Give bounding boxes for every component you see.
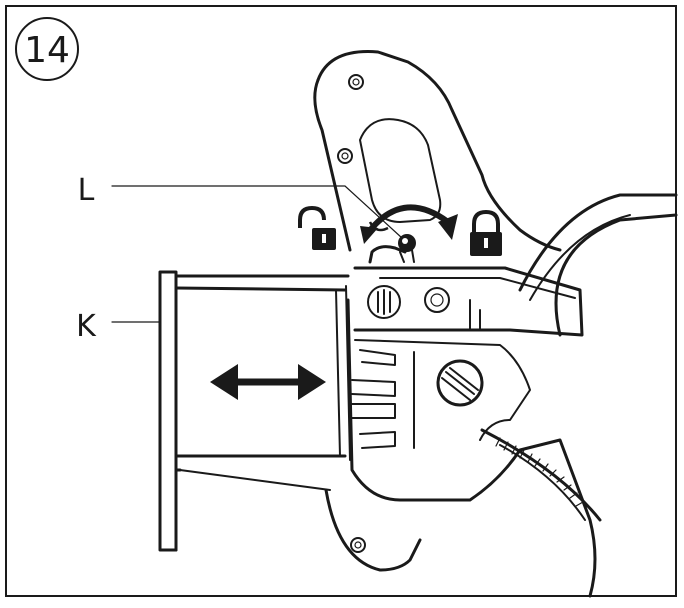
saw-body [313, 50, 678, 598]
double-arrow-icon [210, 364, 326, 400]
step-number: 14 [24, 30, 70, 71]
label-k-callout: K [76, 309, 161, 344]
label-k: K [76, 309, 97, 344]
step-number-badge: 14 [15, 17, 79, 81]
rotate-arrow-icon [360, 204, 458, 244]
unlocked-padlock-icon [298, 205, 336, 250]
lock-knob-l [368, 234, 416, 264]
figure-frame [5, 5, 677, 597]
angle-scale-ticks [495, 437, 584, 507]
label-l: L [78, 173, 95, 208]
label-l-callout: L [78, 173, 403, 239]
locked-padlock-icon [470, 209, 502, 256]
fence-extension-k [158, 270, 351, 552]
